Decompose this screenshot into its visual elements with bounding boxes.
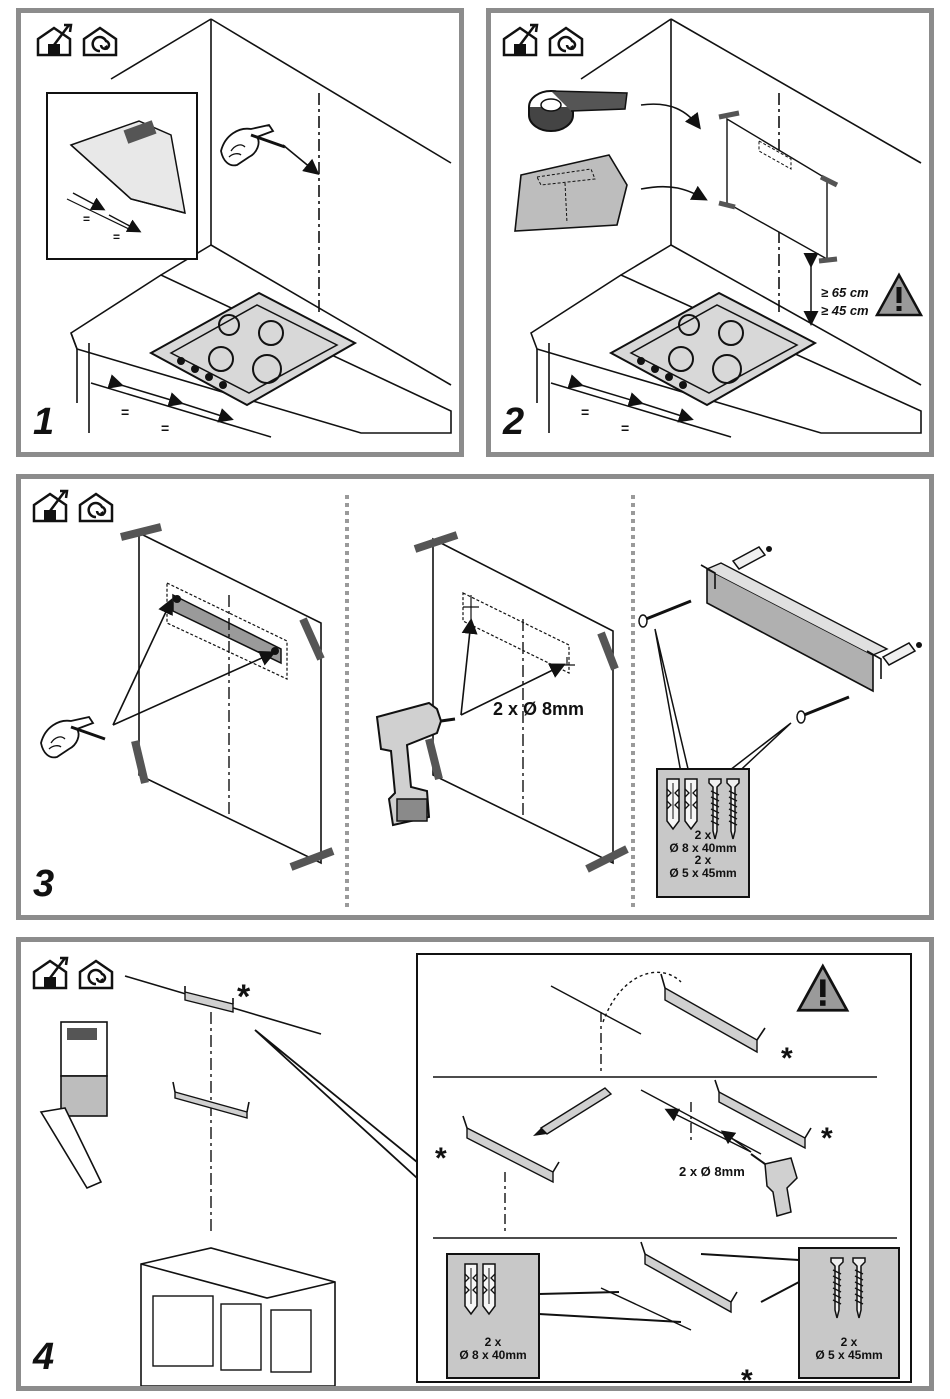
svg-text:=: = [121, 404, 129, 420]
house-extraction-icon [34, 491, 67, 521]
house-extraction-icon [34, 958, 67, 988]
drill-size-label: 2 x Ø 8mm [493, 699, 584, 719]
hood-side-view [41, 1022, 107, 1188]
svg-text:=: = [161, 420, 169, 436]
height-electric-label: ≥ 45 cm [821, 303, 869, 318]
screws-qty: 2 x [799, 1336, 899, 1349]
wall-bracket [701, 563, 887, 691]
asterisk-mark: * [821, 1122, 833, 1155]
step-3-panel: 2 x Ø 8mm [16, 474, 934, 920]
wall-cabinets [141, 1248, 335, 1386]
asterisk-mark: * [435, 1142, 447, 1175]
mark-arrow [283, 145, 317, 173]
drill-size-label: 2 x Ø 8mm [679, 1164, 745, 1179]
svg-text:=: = [113, 230, 120, 244]
step-4-panel: * [16, 937, 934, 1391]
screws-qty: 2 x [657, 854, 749, 867]
house-recirculation-icon [80, 961, 112, 988]
tape-icon [529, 91, 627, 131]
step-number: 2 [503, 401, 524, 444]
step-number: 4 [33, 1336, 54, 1379]
step-3-illustration: 2 x Ø 8mm [21, 479, 929, 915]
plugs-size: Ø 8 x 40mm [447, 1349, 539, 1362]
paper-template [515, 155, 627, 231]
house-extraction-icon [38, 25, 71, 55]
asterisk-mark: * [781, 1042, 793, 1075]
plug-icon [465, 1264, 477, 1314]
svg-text:=: = [621, 420, 629, 436]
warning-icon [877, 275, 921, 315]
screws-label: 2 x Ø 5 x 45mm [799, 1336, 899, 1361]
top-bracket [185, 986, 233, 1012]
house-recirculation-icon [550, 28, 582, 55]
step-4-illustration: * [21, 942, 929, 1386]
fixing-kit-label: 2 x Ø 8 x 40mm 2 x Ø 5 x 45mm [657, 829, 749, 879]
pencil-icon [221, 125, 285, 165]
asterisk-mark: * [237, 978, 251, 1016]
step-1-panel: = = = = 1 [16, 8, 464, 457]
plug-icon [483, 1264, 495, 1314]
house-recirculation-icon [80, 494, 112, 521]
step-number: 3 [33, 863, 54, 906]
svg-text:=: = [83, 212, 90, 226]
pencil-icon [41, 717, 105, 757]
plugs-qty: 2 x [657, 829, 749, 842]
hood-inset: = = [47, 93, 197, 259]
step-2-panel: ≥ 65 cm ≥ 45 cm = = 2 [486, 8, 934, 457]
svg-text:=: = [581, 404, 589, 420]
screws-size: Ø 5 x 45mm [657, 867, 749, 880]
template-on-wall [719, 113, 837, 261]
template-marking [121, 527, 333, 867]
asterisk-mark: * [741, 1364, 753, 1386]
plugs-qty: 2 x [447, 1336, 539, 1349]
step-2-illustration: ≥ 65 cm ≥ 45 cm = = [491, 13, 929, 452]
height-gas-label: ≥ 65 cm [821, 285, 869, 300]
house-recirculation-icon [84, 28, 116, 55]
step-1-illustration: = = = = [21, 13, 459, 452]
house-extraction-icon [504, 25, 537, 55]
plugs-label: 2 x Ø 8 x 40mm [447, 1336, 539, 1361]
screws-size: Ø 5 x 45mm [799, 1349, 899, 1362]
step-number: 1 [33, 401, 54, 444]
